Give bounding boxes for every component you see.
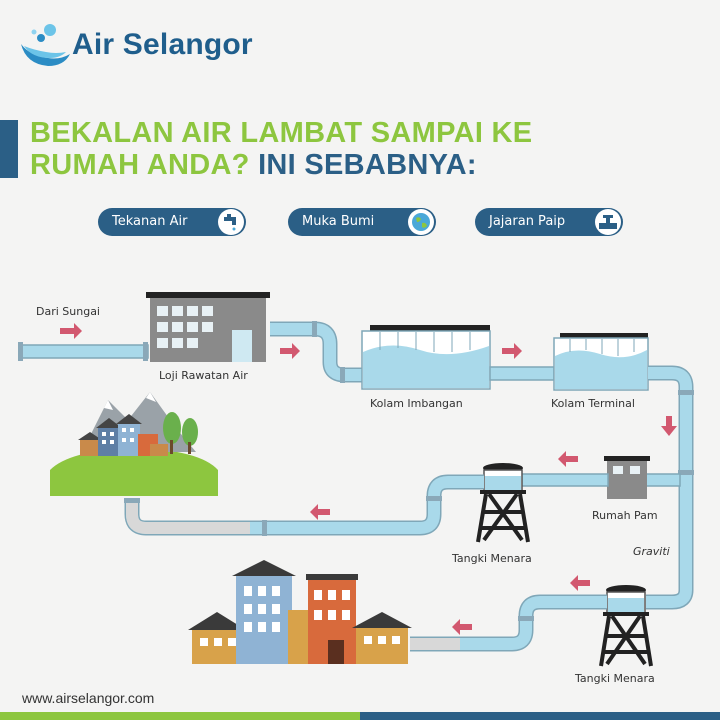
arrow-icon — [310, 504, 330, 520]
title-line-2: RUMAH ANDA? INI SEBABNYA: — [30, 148, 477, 182]
label-graviti: Graviti — [633, 545, 670, 558]
label-dari-sungai: Dari Sungai — [36, 305, 100, 318]
pump-house — [604, 456, 650, 499]
title-line-1: BEKALAN AIR LAMBAT SAMPAI KE — [30, 117, 533, 149]
water-tower-2 — [599, 585, 653, 667]
label-tangki-menara-2: Tangki Menara — [575, 672, 655, 685]
title-accent-bar — [0, 120, 18, 178]
pill-label: Jajaran Paip — [489, 214, 566, 229]
bottom-bar — [0, 712, 720, 720]
bottom-bar-accent — [0, 712, 360, 720]
water-supply-diagram — [18, 292, 694, 667]
arrow-icon — [60, 323, 82, 339]
website-link[interactable]: www.airselangor.com — [22, 690, 155, 706]
inlet-pipe — [18, 342, 149, 361]
arrow-icon — [452, 619, 472, 635]
title-answer: INI SEBABNYA: — [258, 149, 477, 181]
arrow-icon — [280, 343, 300, 359]
globe-icon — [408, 209, 434, 235]
pill-jajaran-paip: Jajaran Paip — [475, 208, 623, 236]
label-kolam-imbangan: Kolam Imbangan — [370, 397, 463, 410]
balancing-pond — [361, 325, 491, 390]
arrow-icon — [661, 416, 677, 436]
pill-muka-bumi: Muka Bumi — [288, 208, 436, 236]
town-buildings — [188, 560, 412, 664]
label-kolam-terminal: Kolam Terminal — [551, 397, 635, 410]
arrow-icon — [558, 451, 578, 467]
pipe-valve-icon — [595, 209, 621, 235]
pill-label: Tekanan Air — [112, 214, 188, 229]
title-question: RUMAH ANDA? — [30, 149, 250, 181]
pill-label: Muka Bumi — [302, 214, 375, 229]
pill-tekanan-air: Tekanan Air — [98, 208, 246, 236]
brand-name: Air Selangor — [72, 28, 253, 61]
label-tangki-menara-1: Tangki Menara — [452, 552, 532, 565]
arrow-icon — [502, 343, 522, 359]
arrow-icon — [570, 575, 590, 591]
hill-village — [50, 392, 218, 496]
label-loji-rawatan-air: Loji Rawatan Air — [159, 369, 248, 382]
label-rumah-pam: Rumah Pam — [592, 509, 658, 522]
water-tap-icon — [218, 209, 244, 235]
treatment-plant — [146, 292, 270, 362]
terminal-pond — [553, 333, 649, 391]
air-selangor-logo-icon — [21, 24, 70, 66]
water-tower-1 — [476, 463, 530, 543]
